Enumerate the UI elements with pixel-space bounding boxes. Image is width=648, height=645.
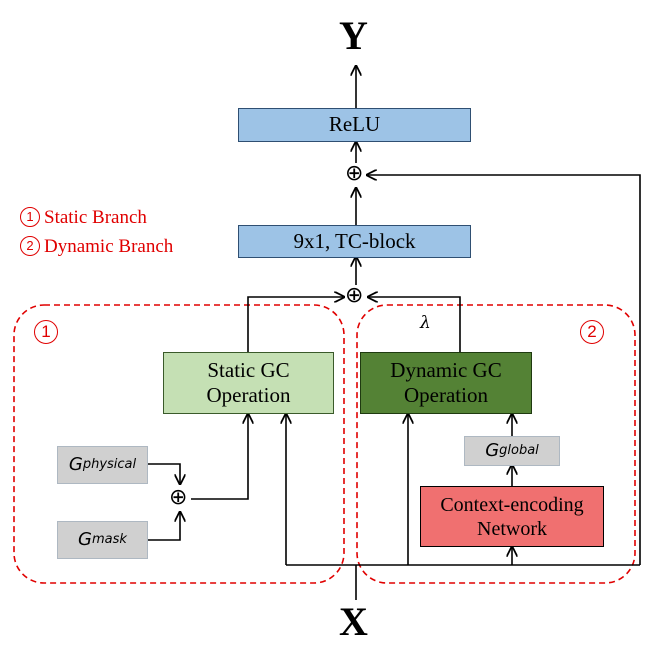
context-net-line2: Network	[477, 517, 547, 540]
dynamic-gc-operation: Dynamic GC Operation	[360, 352, 532, 414]
dynamic-branch-badge: 2	[580, 320, 604, 344]
g-physical-sub: physical	[82, 457, 137, 473]
dynamic-gc-line1: Dynamic GC	[390, 357, 502, 382]
static-gc-line2: Operation	[206, 383, 291, 407]
lambda-weight: λ	[420, 313, 431, 333]
context-net-line1: Context-encoding	[440, 493, 584, 516]
residual-connection	[367, 175, 641, 565]
residual-add-operator: ⊕	[345, 161, 364, 186]
static-gc-operation: Static GC Operation	[163, 352, 334, 414]
g-global-sub: global	[499, 443, 539, 459]
g-mask-sub: mask	[92, 532, 127, 548]
branch-add-operator: ⊕	[345, 283, 364, 308]
g-mask-base: G	[78, 529, 92, 551]
g-physical-base: G	[68, 454, 83, 476]
static-gc-line1: Static GC	[207, 357, 290, 382]
legend-dynamic-number: 2	[20, 236, 40, 256]
static-branch-region	[13, 304, 345, 584]
dynamic-branch-region	[356, 304, 636, 584]
g-global-base: G	[485, 440, 500, 462]
static-branch-badge: 1	[34, 320, 58, 344]
input-x-label: X	[339, 599, 368, 644]
graph-add-operator: ⊕	[169, 485, 188, 510]
legend-static-text: Static Branch	[44, 207, 147, 228]
legend-dynamic-text: Dynamic Branch	[44, 236, 174, 257]
dynamic-gc-line2: Operation	[404, 383, 488, 407]
output-y-label: Y	[339, 13, 368, 58]
context-encoding-network: Context-encoding Network	[420, 486, 604, 547]
tc-block: 9x1, TC-block	[238, 225, 471, 258]
legend-static-number: 1	[20, 207, 40, 227]
relu-block: ReLU	[238, 108, 471, 142]
